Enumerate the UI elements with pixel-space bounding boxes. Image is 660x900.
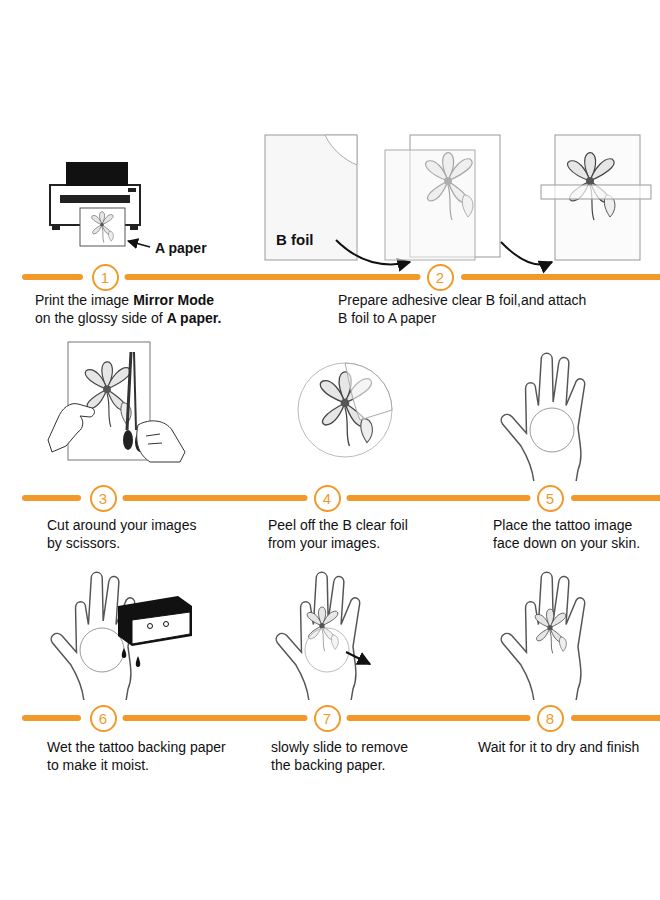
step-circle: 7 bbox=[314, 705, 341, 732]
step-number: 4 bbox=[323, 491, 331, 506]
cutting-illustration-part bbox=[137, 421, 185, 462]
caption-text: Print the image bbox=[35, 292, 129, 308]
hand-place-part bbox=[501, 353, 584, 481]
timeline-band bbox=[126, 715, 305, 721]
step-circle: 3 bbox=[90, 485, 117, 512]
hand-finished-part bbox=[501, 572, 584, 700]
cutting-illustration-part bbox=[134, 352, 136, 430]
step-circle: 5 bbox=[537, 485, 564, 512]
printer-icon bbox=[50, 162, 140, 246]
step-number: 5 bbox=[546, 491, 554, 506]
step-number: 3 bbox=[99, 491, 107, 506]
step-arrow bbox=[501, 242, 552, 265]
timeline-band-part bbox=[574, 715, 660, 721]
hand-wet-part bbox=[132, 612, 190, 644]
printer-icon-part bbox=[60, 195, 130, 203]
step-caption: Place the tattoo image face down on your… bbox=[493, 516, 648, 552]
printer-icon-part bbox=[92, 212, 114, 243]
hand-wet-part bbox=[118, 596, 192, 646]
timeline-band bbox=[126, 495, 305, 501]
caption-emphasis: Mirror Mode bbox=[133, 292, 214, 308]
hand-slide-part bbox=[305, 628, 349, 672]
hand-place-part bbox=[530, 408, 574, 452]
hand-wet-part bbox=[148, 624, 153, 629]
step-number: 1 bbox=[101, 270, 109, 285]
leader-arrow bbox=[128, 241, 150, 247]
hand-finished bbox=[501, 572, 584, 700]
foil-sheet-part bbox=[325, 135, 357, 165]
foil-sheet bbox=[265, 135, 357, 260]
step-circle: 6 bbox=[90, 705, 117, 732]
peel-illustration-part bbox=[345, 363, 392, 420]
hand-wet-part bbox=[164, 622, 169, 627]
step-caption: Wet the tattoo backing paper to make it … bbox=[47, 738, 233, 774]
part-label: A paper bbox=[155, 239, 207, 257]
timeline-band bbox=[128, 274, 418, 280]
caption-text: on the glossy side of bbox=[35, 310, 163, 326]
attached-sheet bbox=[541, 135, 651, 260]
cutting-illustration bbox=[48, 342, 185, 462]
step-number: 2 bbox=[436, 270, 444, 285]
hand-wet-part bbox=[136, 656, 141, 667]
printer-icon-part bbox=[80, 208, 125, 246]
step-circle: 4 bbox=[314, 485, 341, 512]
part-label: B foil bbox=[276, 231, 314, 249]
hand-finished-part bbox=[535, 609, 566, 653]
step-caption: Prepare adhesive clear B foil,and attach… bbox=[338, 291, 594, 327]
step-number: 6 bbox=[99, 711, 107, 726]
caption-emphasis: A paper. bbox=[167, 310, 222, 326]
printer-icon-part bbox=[128, 188, 136, 192]
peel-illustration bbox=[298, 363, 392, 457]
hand-wet-part bbox=[80, 628, 124, 672]
timeline-band-part bbox=[464, 274, 660, 280]
timeline-band-part bbox=[25, 274, 80, 280]
step-caption: Print the imageMirror Mode on the glossy … bbox=[35, 291, 225, 327]
cutting-illustration-part bbox=[146, 434, 162, 444]
foil-sheet-part bbox=[265, 135, 357, 260]
timeline-band bbox=[350, 495, 528, 501]
attached-sheet-part bbox=[541, 185, 651, 199]
paper-with-foil bbox=[385, 135, 500, 260]
timeline-band-part bbox=[25, 495, 78, 501]
hand-slide-part bbox=[346, 652, 370, 664]
timeline-band bbox=[350, 715, 528, 721]
step-number: 7 bbox=[323, 711, 331, 726]
timeline-band-part bbox=[574, 495, 660, 501]
hand-slide bbox=[276, 572, 370, 700]
printer-icon-part bbox=[66, 162, 128, 186]
timeline-band-part bbox=[25, 715, 78, 721]
peel-illustration-part bbox=[298, 363, 392, 457]
hand-slide-part bbox=[276, 572, 359, 700]
step-caption: slowly slide to remove the backing paper… bbox=[271, 738, 417, 774]
timeline-band bbox=[25, 277, 660, 718]
printer-icon-part bbox=[130, 225, 138, 230]
paper-with-foil-part bbox=[385, 150, 475, 260]
step-caption: Wait for it to dry and finish bbox=[478, 738, 639, 756]
hand-wet-part bbox=[122, 648, 127, 658]
step-circle: 1 bbox=[92, 264, 119, 291]
cutting-illustration-part bbox=[123, 430, 133, 450]
step-caption: Peel off the B clear foil from your imag… bbox=[268, 516, 423, 552]
cutting-illustration-part bbox=[48, 404, 94, 452]
step-circle: 8 bbox=[537, 705, 564, 732]
printer-icon-part bbox=[52, 225, 60, 230]
step-number: 8 bbox=[546, 711, 554, 726]
step-caption: Cut around your images by scissors. bbox=[47, 516, 205, 552]
step-circle: 2 bbox=[427, 264, 454, 291]
cutting-illustration-part bbox=[127, 352, 131, 430]
hand-wet bbox=[51, 572, 192, 700]
hand-place bbox=[501, 353, 584, 481]
cutting-illustration-part bbox=[85, 362, 131, 427]
